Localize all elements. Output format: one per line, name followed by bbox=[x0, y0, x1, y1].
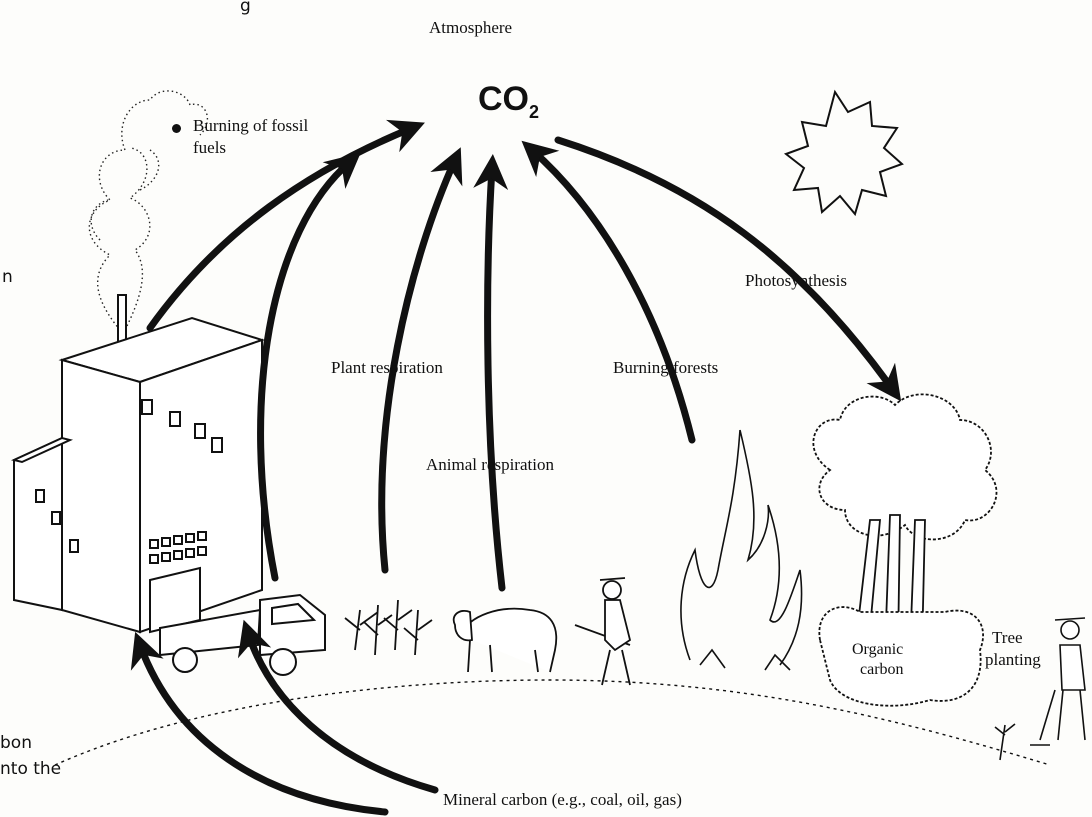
truck bbox=[159, 593, 326, 676]
arrow-photosynthesis bbox=[554, 136, 902, 402]
burning-forests-label: Burning forests bbox=[613, 358, 719, 377]
plant-respiration-label: Plant respiration bbox=[331, 358, 443, 377]
bullet-dot bbox=[172, 124, 181, 133]
cropped-text-top: g bbox=[240, 0, 251, 16]
photosynthesis-label: Photosynthesis bbox=[745, 271, 848, 290]
fossil-fuels-line1: Burning of fossil bbox=[193, 116, 309, 135]
organic-carbon-line2: carbon bbox=[860, 661, 904, 678]
arrow-mineral-2 bbox=[237, 619, 439, 794]
ox-and-farmer bbox=[452, 577, 632, 686]
atmosphere-label: Atmosphere bbox=[429, 18, 513, 37]
arrow-animal-respiration bbox=[473, 154, 509, 592]
tree-planting-line2: planting bbox=[985, 650, 1041, 669]
arrow-fossil-fuels bbox=[146, 119, 425, 332]
cropped-text-left-upper: n bbox=[2, 267, 13, 287]
arrows bbox=[130, 119, 902, 816]
arrow-burning-forests bbox=[521, 140, 696, 444]
arrow-truck bbox=[257, 152, 361, 582]
factory-buildings bbox=[10, 294, 266, 634]
arrow-plant-respiration bbox=[378, 147, 463, 574]
co2-main-text: CO bbox=[478, 80, 529, 118]
cropped-text-left-lower-1: bon bbox=[0, 733, 32, 753]
burning-forest bbox=[680, 429, 803, 671]
arrow-mineral-1 bbox=[130, 631, 389, 816]
smoke-plume bbox=[88, 90, 209, 331]
co2-label: CO2 bbox=[478, 80, 539, 123]
crops bbox=[344, 599, 433, 656]
mineral-carbon-label: Mineral carbon (e.g., coal, oil, gas) bbox=[443, 790, 682, 809]
ground-line bbox=[54, 679, 1051, 766]
sun-drawing bbox=[783, 89, 904, 217]
organic-carbon-line1: Organic bbox=[852, 641, 904, 658]
co2-subscript: 2 bbox=[529, 101, 540, 122]
fossil-fuels-line2: fuels bbox=[193, 138, 227, 157]
tree-planting-line1: Tree bbox=[992, 628, 1023, 647]
tree bbox=[812, 393, 998, 707]
tree-planter bbox=[994, 617, 1086, 761]
animal-respiration-label: Animal respiration bbox=[426, 455, 554, 474]
cropped-text-left-lower-2: nto the bbox=[0, 759, 62, 779]
